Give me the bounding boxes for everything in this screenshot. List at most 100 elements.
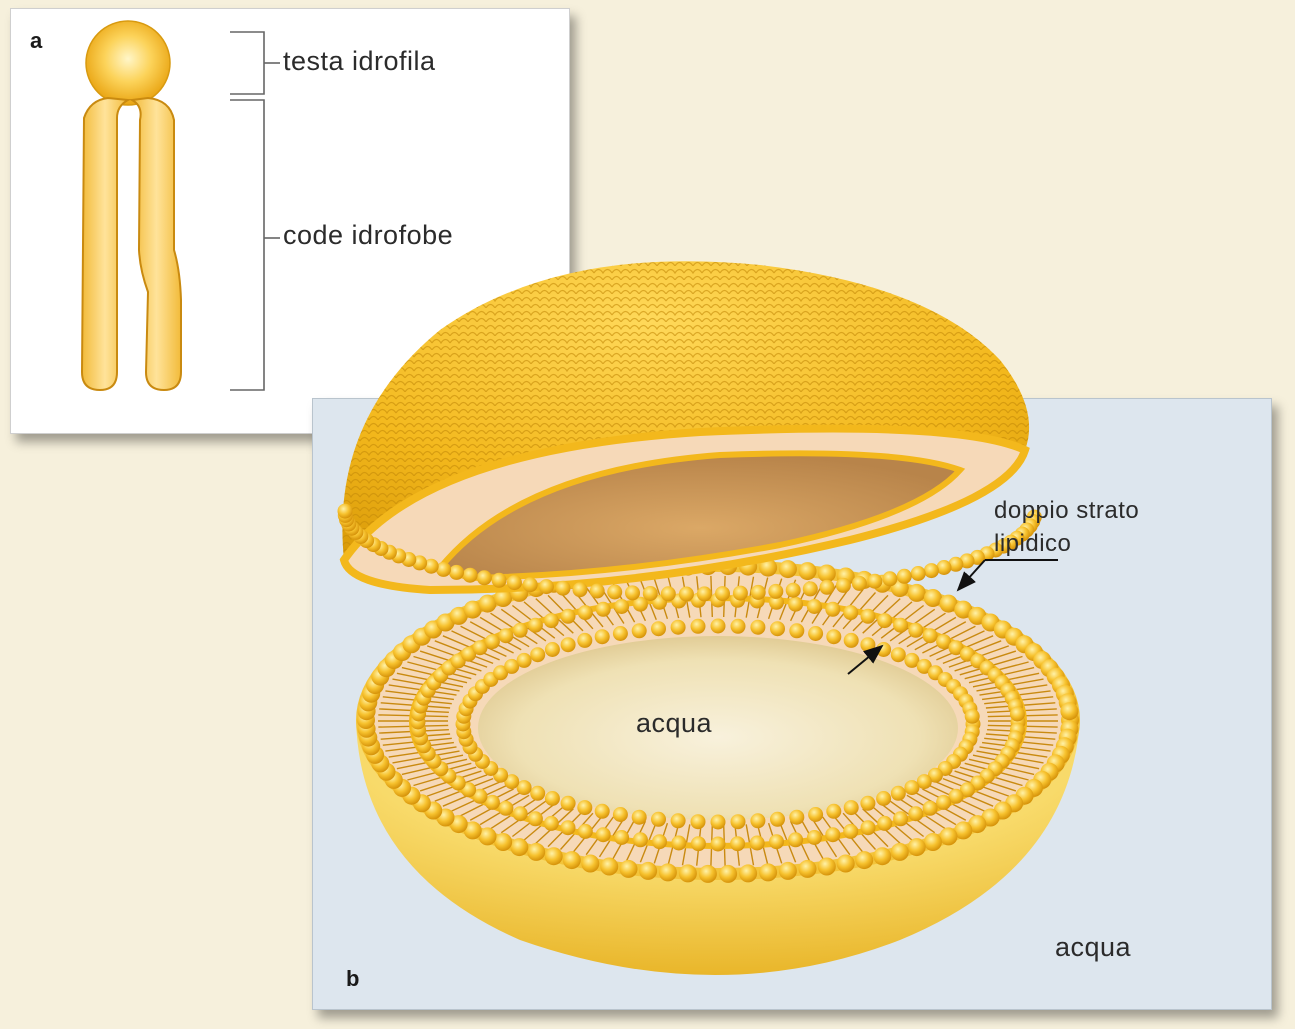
inner-head-bead [691,814,706,829]
top-head-bead [477,570,492,585]
top-head-bead [697,586,712,601]
top-head-bead [768,584,783,599]
top-head-bead [556,581,571,596]
outer-head-bead [759,863,777,881]
middle-head-bead [711,837,726,852]
inner-head-bead [545,642,560,657]
inner-head-bead [671,813,686,828]
middle-head-bead [750,836,765,851]
middle-head-bead [561,609,576,624]
top-head-bead [661,586,676,601]
inner-head-bead [651,812,666,827]
inner-head-bead [530,647,545,662]
top-head-bead [679,587,694,602]
outer-head-bead [908,838,926,856]
outer-head-bead [837,855,855,873]
middle-head-bead [861,609,876,624]
outer-water-label: acqua [1055,932,1131,963]
inner-head-bead [711,815,726,830]
hydrophilic-head [86,21,170,105]
inner-head-bead [826,629,841,644]
middle-head-bead [498,628,513,643]
middle-head-bead [596,827,611,842]
top-head-bead [882,571,897,586]
middle-head-bead [561,820,576,835]
middle-head-bead [1010,707,1025,722]
hydrophobic-tail-left [82,98,128,390]
top-head-bead [733,586,748,601]
outer-head-bead [1060,702,1078,720]
bilayer-label-line1: doppio strato [994,494,1139,527]
outer-head-bead [924,589,942,607]
phospholipid-icon [82,21,181,390]
top-head-bead [607,585,622,600]
top-head-bead [820,580,835,595]
tails-label: code idrofobe [283,220,453,251]
middle-head-bead [908,623,923,638]
inner-head-bead [671,620,686,635]
liposome-top-half [338,261,1042,601]
outer-head-bead [908,584,926,602]
top-head-bead [590,584,605,599]
inner-head-bead [651,621,666,636]
inner-head-bead [691,619,706,634]
top-head-bead [492,573,507,588]
middle-head-bead [893,811,908,826]
outer-head-bead [873,847,891,865]
middle-head-bead [633,832,648,847]
outer-head-bead [891,843,909,861]
inner-head-bead [891,786,906,801]
inner-head-bead [789,623,804,638]
inner-head-bead [595,629,610,644]
inner-head-bead [595,804,610,819]
outer-head-bead [527,843,545,861]
inner-head-bead [632,810,647,825]
top-head-bead [924,563,939,578]
inner-head-bead [770,812,785,827]
outer-head-bead [639,862,657,880]
middle-head-bead [671,836,686,851]
top-head-bead [539,579,554,594]
top-head-bead [751,585,766,600]
inner-head-bead [844,633,859,648]
outer-head-bead [600,858,618,876]
outer-head-bead [563,851,581,869]
top-head-bead [715,586,730,601]
middle-head-bead [614,599,629,614]
top-head-bead [449,565,464,580]
inner-head-bead [577,633,592,648]
outer-head-bead [679,864,697,882]
top-head-bead [852,576,867,591]
inner-head-bead [731,619,746,634]
top-head-bead [897,569,912,584]
middle-head-bead [843,824,858,839]
outer-head-bead [940,827,958,845]
middle-head-bead [544,816,559,831]
top-head-bead [803,581,818,596]
liposome-bottom-half [356,557,1080,975]
outer-head-bead [581,855,599,873]
top-head-bead [573,582,588,597]
middle-head-bead [877,613,892,628]
outer-head-bead [510,838,528,856]
inner-head-bead [561,637,576,652]
top-head-bead [338,504,353,519]
outer-head-bead [799,860,817,878]
inner-head-bead [731,814,746,829]
middle-head-bead [923,628,938,643]
top-head-bead [463,568,478,583]
outer-head-bead [739,864,757,882]
middle-head-bead [528,618,543,633]
outer-head-bead [699,865,717,883]
top-head-bead [523,577,538,592]
middle-head-bead [936,795,951,810]
panel-b-letter: b [346,966,359,992]
inner-head-bead [517,653,532,668]
top-head-bead [507,575,522,590]
outer-head-bead [494,833,512,851]
inner-head-bead [613,626,628,641]
inner-head-bead [904,780,919,795]
middle-head-bead [498,801,513,816]
top-head-bead [937,560,952,575]
panel-a-letter: a [30,28,42,54]
